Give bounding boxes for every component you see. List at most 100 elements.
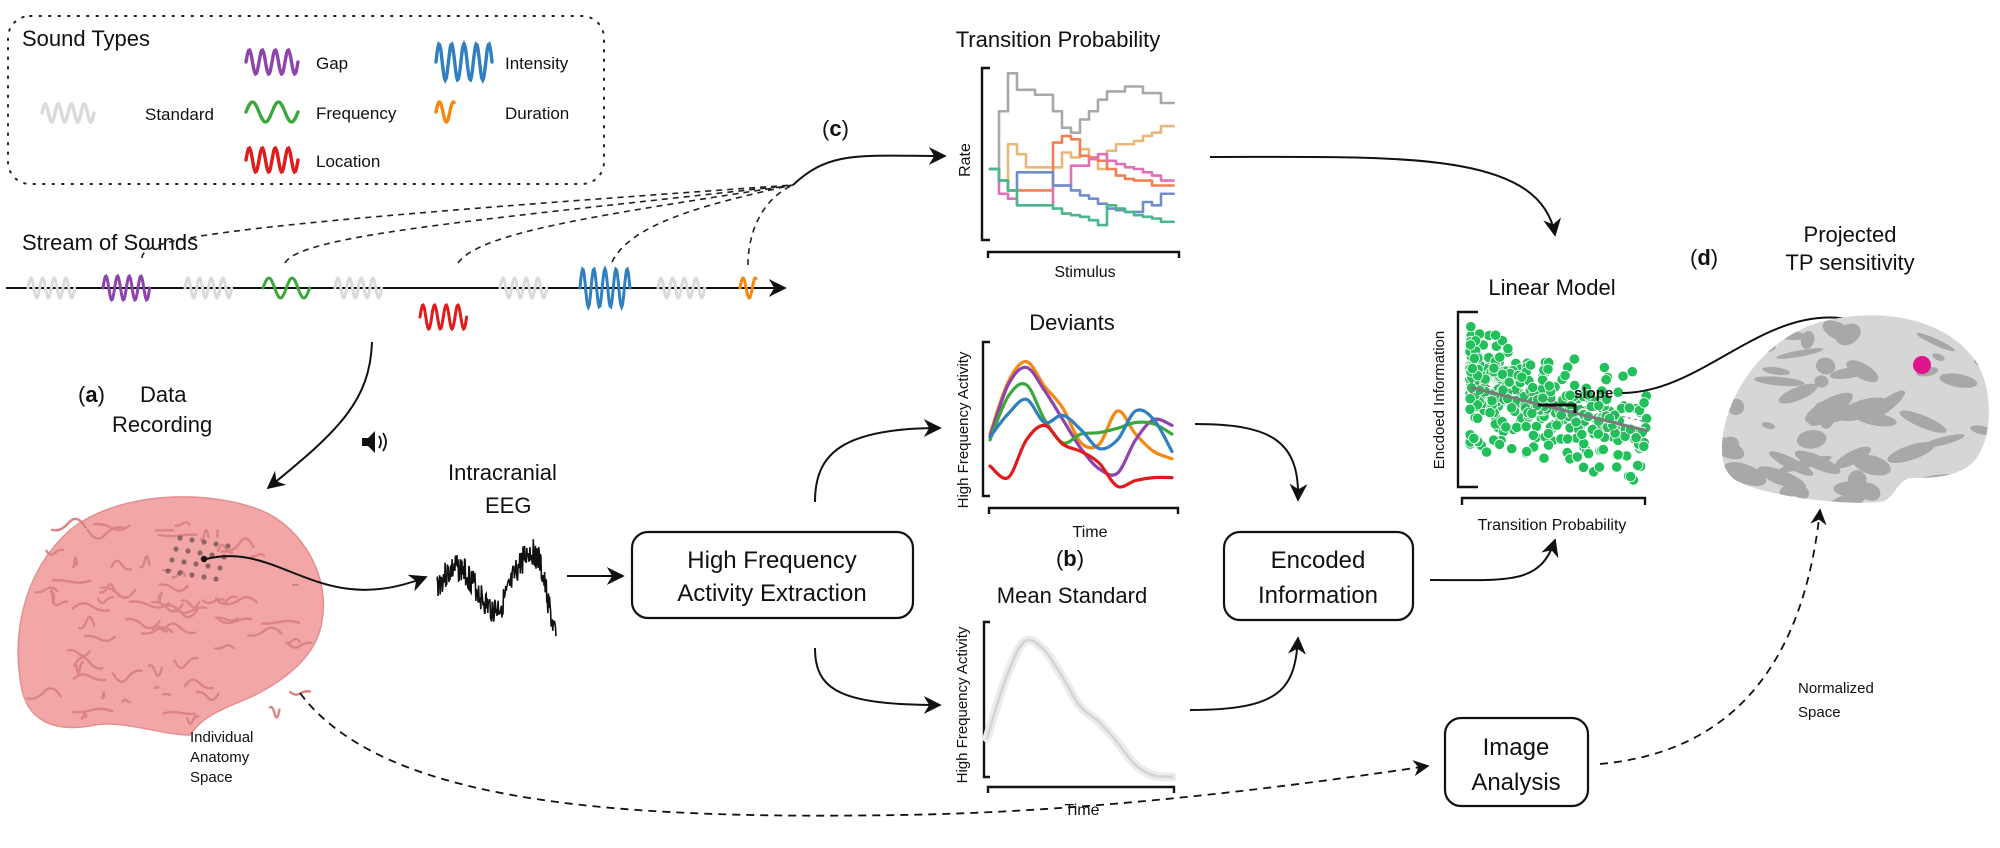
- scatter-point: [1527, 381, 1539, 394]
- brain-gyrus: [140, 626, 174, 635]
- brain-gyrus: [268, 705, 281, 719]
- electrode: [181, 559, 187, 565]
- legend-item-location: Location: [244, 145, 380, 175]
- electrode: [201, 574, 207, 580]
- sulcus-patch: [1776, 348, 1824, 359]
- electrode: [177, 535, 183, 541]
- brain-gyrus: [162, 710, 196, 716]
- scatter-point: [1638, 440, 1650, 452]
- brain-gyrus: [78, 615, 96, 630]
- panel-d-label: (d): [1690, 245, 1718, 270]
- scatter-point: [1562, 433, 1574, 445]
- brain-gyrus: [71, 602, 111, 612]
- electrode: [205, 563, 211, 569]
- scatter-point: [1598, 361, 1611, 374]
- scatter-point: [1551, 419, 1563, 431]
- connector-frequency: [284, 184, 794, 264]
- connector-intensity: [611, 184, 794, 263]
- brain-gyrus: [158, 583, 189, 593]
- sulcus-patch: [1865, 390, 1905, 422]
- stream-sound-standard: [26, 276, 77, 300]
- scatter-point: [1638, 397, 1650, 409]
- legend-item-frequency: Frequency: [244, 100, 397, 124]
- brain-gyrus: [111, 669, 143, 683]
- electrode: [189, 537, 195, 543]
- active-electrode: [200, 555, 208, 563]
- sulcus-patch: [1857, 482, 1881, 501]
- sulcus-patch: [1852, 454, 1891, 476]
- scatter-point: [1465, 321, 1477, 333]
- projected-line2: TP sensitivity: [1785, 250, 1914, 275]
- sulcus-patch: [1916, 332, 1955, 352]
- tp-sensitivity-marker: [1913, 356, 1931, 374]
- transition-probability-chart: Transition Probability Rate Stimulus: [956, 27, 1181, 281]
- brain-gyrus: [161, 622, 197, 635]
- transition-probability-series-standard: [988, 72, 1175, 171]
- legend-item-duration: Duration: [434, 100, 569, 124]
- sulcus-patch: [1769, 451, 1814, 476]
- panel-c-label: (c): [822, 116, 849, 141]
- sulcus-patch: [1815, 401, 1860, 420]
- brain-gyrus: [174, 606, 208, 614]
- speaker-icon: [362, 431, 387, 453]
- electrode: [209, 552, 215, 558]
- stream-sound-standard: [183, 276, 234, 300]
- scatter-point: [1472, 412, 1484, 424]
- scatter-point: [1559, 369, 1571, 382]
- legend-item-gap: Gap: [244, 47, 348, 77]
- brain-gyrus: [73, 656, 104, 670]
- sulcus-patch: [1754, 376, 1805, 387]
- scatter-point: [1597, 443, 1609, 456]
- encoded-line1: Encoded: [1271, 547, 1366, 574]
- scatter-point: [1526, 407, 1538, 419]
- electrode: [185, 548, 191, 554]
- sulcus-patch: [1726, 361, 1750, 372]
- brain-gyrus: [26, 687, 63, 700]
- deviant-connectors: [141, 184, 794, 266]
- frequency-wave-icon: [244, 100, 300, 124]
- brain-gyrus: [217, 617, 253, 625]
- deviants-series-frequency: [988, 382, 1174, 445]
- scatter-point: [1625, 470, 1637, 483]
- brain-gyrus: [157, 533, 198, 538]
- individual-space-line1: Individual: [190, 729, 253, 746]
- legend-label-gap: Gap: [316, 54, 348, 73]
- sulcus-patch: [1778, 383, 1818, 404]
- brain-gyrus: [260, 619, 301, 625]
- stream-label: Stream of Sounds: [22, 230, 198, 255]
- brain-gyrus: [161, 692, 172, 696]
- brain-gyrus: [214, 595, 238, 605]
- scatter-point: [1601, 393, 1613, 405]
- data-recording-line2: Recording: [112, 412, 212, 437]
- sulcus-patch: [1761, 422, 1776, 430]
- mean-standard-chart: Mean Standard High Frequency Activity Ti…: [954, 583, 1177, 819]
- scatter-point: [1611, 461, 1623, 473]
- legend-border: [7, 15, 605, 185]
- deviants-xlabel: Time: [1073, 524, 1108, 541]
- hfa-extraction-box: High Frequency Activity Extraction: [630, 530, 915, 620]
- location-wave-icon: [244, 145, 300, 175]
- brain-gyrus: [147, 664, 164, 677]
- scatter-point: [1521, 445, 1533, 458]
- brain-gyrus: [51, 579, 92, 584]
- brain-gyrus: [45, 548, 65, 556]
- tp-ylabel: Rate: [957, 143, 974, 177]
- arrow-deviants-to-encoded: [1194, 423, 1308, 502]
- scatter-point: [1630, 432, 1642, 444]
- sound-types-legend: Sound Types StandardGapFrequencyLocation…: [7, 15, 605, 185]
- gap-wave-icon: [244, 47, 300, 77]
- brain-gyrus: [86, 526, 124, 540]
- standard-wave-icon: [40, 101, 96, 125]
- deviants-title: Deviants: [1029, 310, 1115, 335]
- brain-gyrus: [287, 641, 313, 649]
- scatter-point: [1568, 353, 1581, 365]
- brain-gyrus: [174, 521, 191, 527]
- encoded-line2: Information: [1258, 582, 1378, 609]
- transition-probability-series-duration: [988, 124, 1175, 182]
- sulcus-patch: [1846, 360, 1879, 383]
- arrow-tp-to-linear-model: [1209, 155, 1562, 237]
- scatter-point: [1466, 362, 1479, 375]
- electrode: [217, 565, 223, 571]
- scatter-point: [1612, 449, 1624, 461]
